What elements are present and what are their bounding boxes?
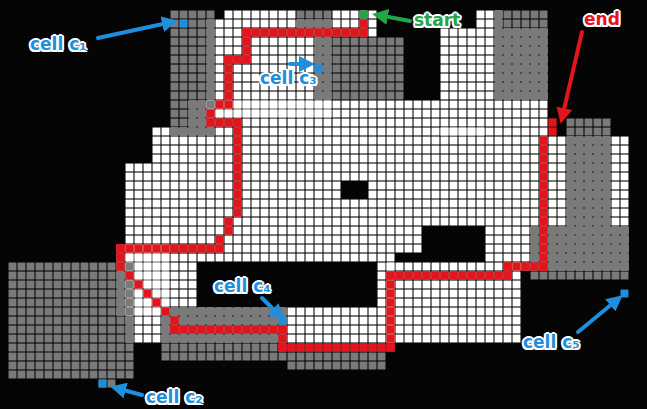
free-cells	[116, 10, 629, 343]
occupied-cells	[8, 10, 629, 388]
callout-label: start	[414, 12, 460, 29]
leader-arrow	[262, 298, 280, 316]
callout-label: cell c₄	[214, 278, 271, 295]
callout-label: cell c₃	[260, 70, 317, 87]
callout-label: cell c₂	[146, 389, 203, 406]
callout-label: cell c₁	[30, 36, 87, 53]
callout-label: end	[584, 11, 620, 28]
callout-label: cell c₅	[523, 334, 580, 351]
leader-arrow	[562, 32, 582, 118]
leader-arrow	[378, 15, 410, 21]
leader-arrow	[116, 388, 142, 395]
leader-arrow	[578, 299, 618, 332]
leader-arrow	[290, 62, 309, 66]
leader-arrow	[98, 22, 172, 38]
special-cells	[99, 11, 629, 388]
path-cells	[116, 19, 557, 352]
